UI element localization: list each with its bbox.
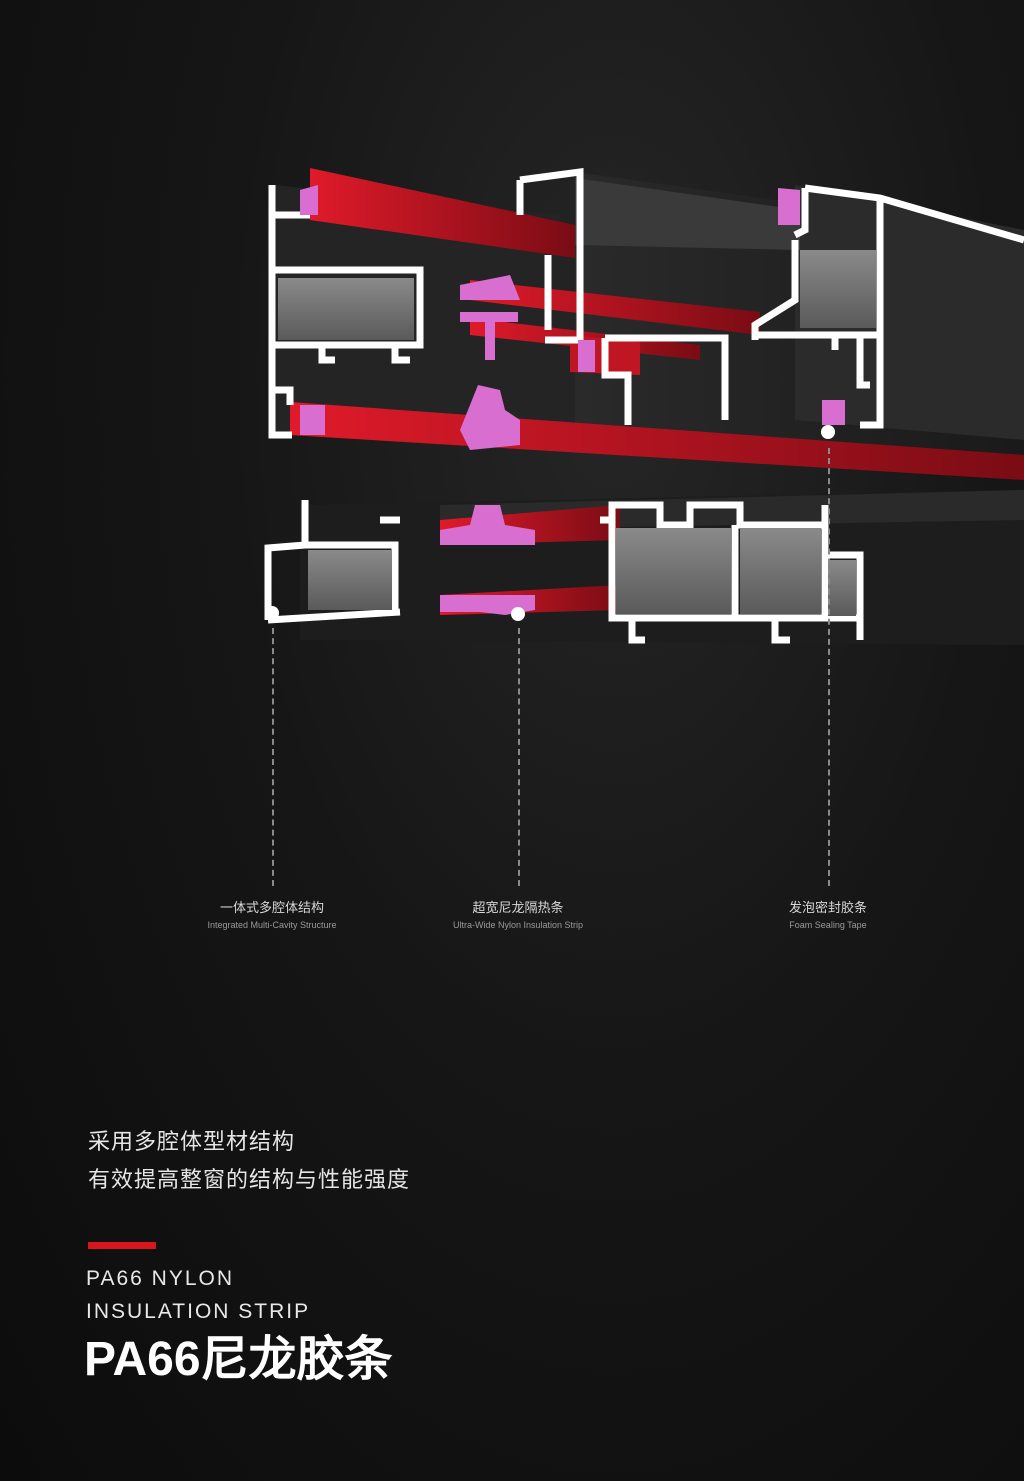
description: 采用多腔体型材结构 有效提高整窗的结构与性能强度 bbox=[88, 1124, 410, 1200]
callout-foam-cn: 发泡密封胶条 bbox=[788, 901, 867, 916]
callout-leader-foam bbox=[828, 448, 830, 886]
lower-right-profile bbox=[600, 501, 864, 644]
callout-leader-cavity bbox=[272, 628, 274, 886]
main-title: PA66尼龙胶条 bbox=[84, 1333, 393, 1386]
english-title-line-2: INSULATION STRIP bbox=[86, 1300, 311, 1323]
callout-nylon-cn: 超宽尼龙隔热条 bbox=[472, 901, 564, 916]
callout-cavity-structure: 一体式多腔体结构 Integrated Multi-Cavity Structu… bbox=[162, 900, 382, 932]
english-title-line-1: PA66 NYLON bbox=[86, 1267, 234, 1290]
english-title: PA66 NYLON INSULATION STRIP bbox=[86, 1262, 310, 1328]
description-line-2: 有效提高整窗的结构与性能强度 bbox=[88, 1168, 411, 1193]
upper-center-profile bbox=[516, 168, 729, 425]
callout-leader-nylon bbox=[518, 628, 520, 886]
upper-frame-extrusion bbox=[275, 172, 1024, 470]
callout-nylon-strip: 超宽尼龙隔热条 Ultra-Wide Nylon Insulation Stri… bbox=[408, 900, 628, 932]
callout-dot-nylon bbox=[511, 607, 525, 621]
description-line-1: 采用多腔体型材结构 bbox=[88, 1130, 296, 1155]
callout-foam-tape: 发泡密封胶条 Foam Sealing Tape bbox=[718, 900, 938, 932]
upper-right-profile bbox=[751, 184, 1024, 429]
lower-left-profile bbox=[264, 500, 401, 624]
callout-nylon-en: Ultra-Wide Nylon Insulation Strip bbox=[452, 920, 584, 930]
upper-nylon-sections bbox=[300, 185, 845, 450]
callout-foam-en: Foam Sealing Tape bbox=[789, 920, 867, 930]
callout-dot-cavity bbox=[265, 606, 279, 620]
callout-dot-foam bbox=[821, 425, 835, 439]
accent-bar bbox=[88, 1242, 156, 1249]
callout-cavity-en: Integrated Multi-Cavity Structure bbox=[207, 920, 337, 930]
callout-cavity-cn: 一体式多腔体结构 bbox=[219, 901, 324, 916]
